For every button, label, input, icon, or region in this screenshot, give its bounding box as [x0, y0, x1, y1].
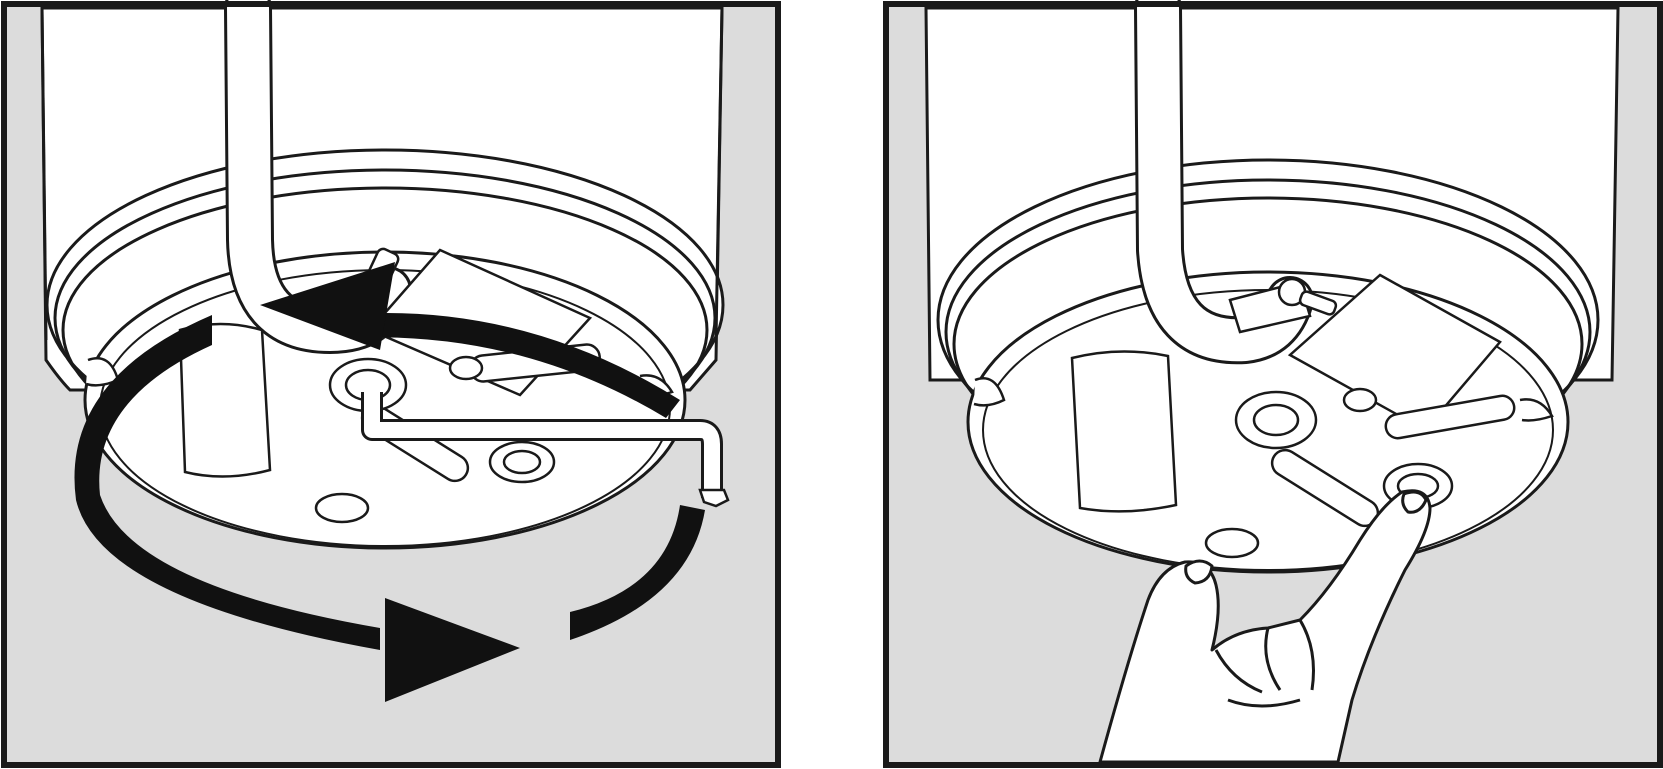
panel-left — [1, 0, 781, 768]
rotation-arrow-icon — [74, 262, 705, 702]
panel-right-frame — [883, 1, 1663, 768]
hex-wrench-icon — [361, 392, 730, 508]
panel-right — [883, 0, 1663, 768]
panel-left-frame — [1, 1, 781, 768]
bottom-plate-details — [973, 273, 1554, 559]
hand-icon — [1098, 489, 1432, 764]
